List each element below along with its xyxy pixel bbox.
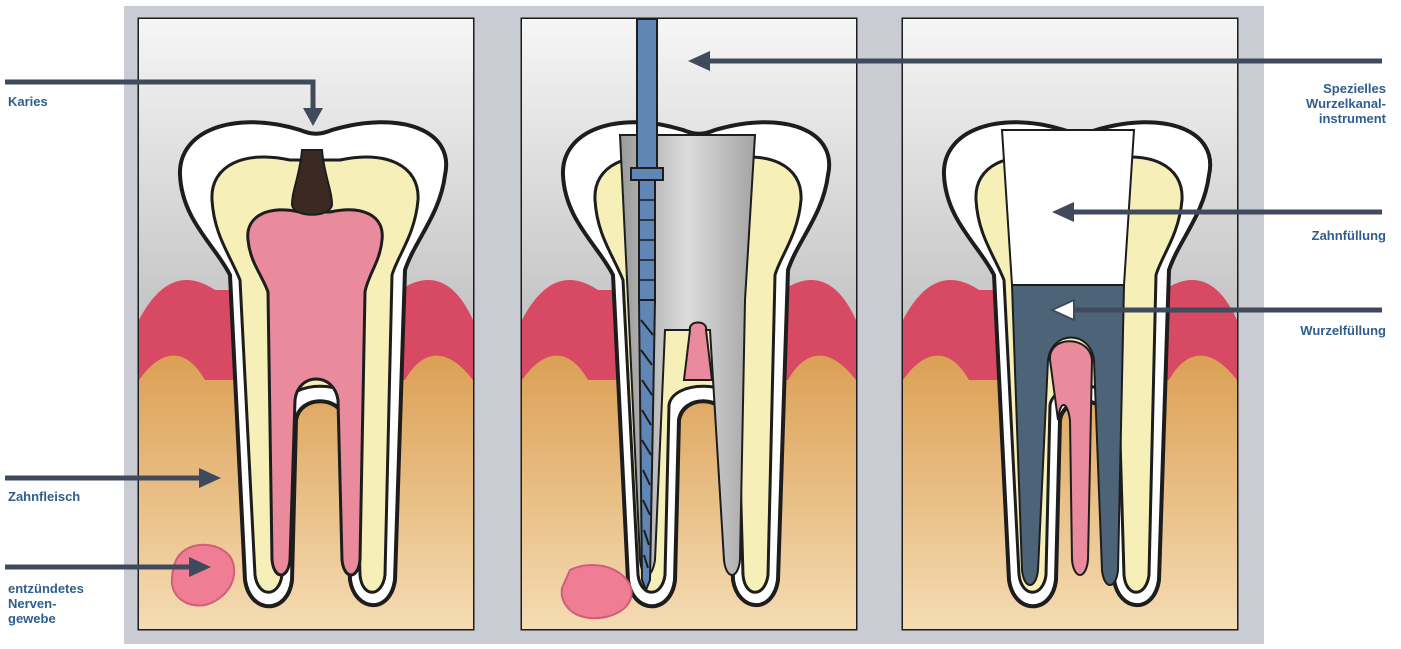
label-nervengewebe: entzündetes Nerven- gewebe	[8, 581, 84, 626]
label-karies: Karies	[8, 94, 48, 109]
panel-3-filled	[903, 19, 1237, 630]
panel-2-instrument	[522, 19, 856, 630]
label-instrument: Spezielles Wurzelkanal- instrument	[1306, 81, 1386, 126]
label-zahnfuellung: Zahnfüllung	[1312, 228, 1386, 243]
label-wurzelfuellung: Wurzelfüllung	[1300, 323, 1386, 338]
label-zahnfleisch: Zahnfleisch	[8, 489, 80, 504]
